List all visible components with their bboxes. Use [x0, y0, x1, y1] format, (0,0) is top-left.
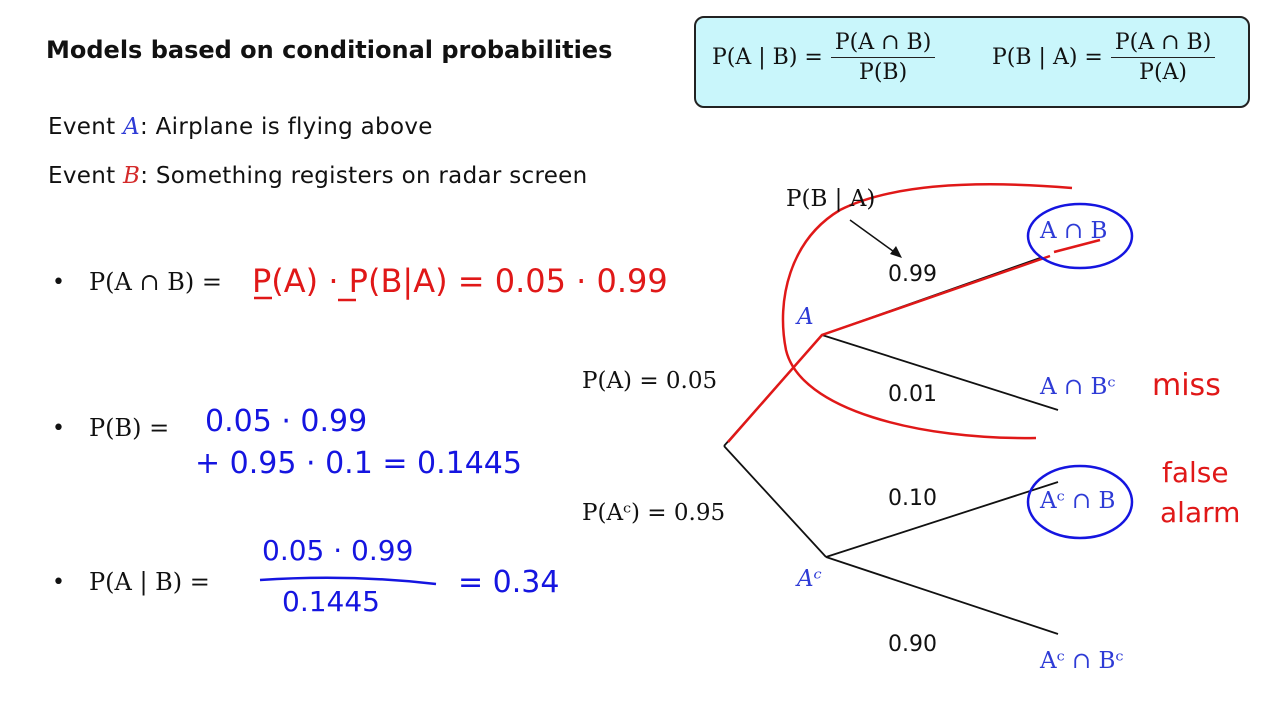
formula-1-fraction: P(A ∩ B) P(B): [830, 30, 936, 85]
bullet-p-b: • P(B) =: [52, 414, 169, 442]
event-a-line: Event A: Airplane is flying above: [48, 114, 433, 140]
formula-1-lhs: P(A | B) =: [712, 45, 823, 70]
handwritten-fraction-bar: [259, 576, 437, 586]
handwritten-bayes-numerator: 0.05 · 0.99: [262, 534, 414, 567]
formula-2-numerator: P(A ∩ B): [1110, 30, 1216, 58]
slide-title: Models based on conditional probabilitie…: [46, 36, 613, 64]
leaf-ac-and-bc: Aᶜ ∩ Bᶜ: [1040, 648, 1124, 674]
bullet-dot: •: [52, 269, 65, 295]
prob-0-99: 0.99: [888, 262, 937, 287]
bullet-dot: •: [52, 569, 65, 595]
formula-p-a-given-b: P(A | B) = P(A ∩ B) P(B): [712, 30, 936, 85]
branch-a-bc: [821, 334, 1059, 411]
formula-2-lhs: P(B | A) =: [992, 45, 1103, 70]
bullet-p-b-label: P(B) =: [88, 414, 170, 442]
formula-1-denominator: P(B): [859, 60, 908, 85]
handwritten-bayes-result: = 0.34: [458, 565, 560, 600]
prob-0-01: 0.01: [888, 382, 937, 407]
pointer-arrow-head: [890, 246, 902, 258]
pointer-arrow-line: [849, 219, 898, 255]
event-b-text: : Something registers on radar screen: [140, 163, 588, 189]
annotation-alarm: alarm: [1160, 496, 1241, 529]
bullet-p-a-given-b-label: P(A | B) =: [88, 568, 210, 596]
red-loop-annotation: [781, 183, 1073, 440]
blue-circle-a-and-b: [1026, 202, 1134, 270]
handwritten-bayes-denominator: 0.1445: [282, 585, 380, 618]
bullet-dot: •: [52, 415, 65, 441]
event-a-text: : Airplane is flying above: [139, 114, 433, 140]
blue-circle-ac-and-b: [1026, 464, 1134, 540]
red-path-highlight: [727, 254, 1051, 443]
annotation-false: false: [1162, 456, 1229, 489]
branch-ac-b: [825, 481, 1059, 558]
label-p-ac: P(Aᶜ) = 0.95: [582, 500, 726, 526]
label-p-a: P(A) = 0.05: [582, 368, 718, 394]
event-a-symbol: A: [123, 114, 140, 140]
bullet-p-a-given-b: • P(A | B) =: [52, 568, 210, 596]
event-b-symbol: B: [123, 163, 141, 189]
formula-1-numerator: P(A ∩ B): [830, 30, 936, 58]
formula-2-denominator: P(A): [1139, 60, 1188, 85]
branch-ac-bc: [825, 556, 1059, 635]
handwritten-joint-product: P(A) · P(B|A) = 0.05 · 0.99: [252, 262, 668, 300]
prob-0-90: 0.90: [888, 632, 937, 657]
formula-2-fraction: P(A ∩ B) P(A): [1110, 30, 1216, 85]
event-b-prefix: Event: [48, 163, 116, 189]
leaf-a-and-bc: A ∩ Bᶜ: [1040, 374, 1116, 400]
handwritten-p-b-line1: 0.05 · 0.99: [205, 404, 368, 439]
red-underline: [1053, 238, 1101, 254]
node-ac: Aᶜ: [797, 566, 822, 592]
bullet-joint: • P(A ∩ B) =: [52, 268, 222, 296]
formula-p-b-given-a: P(B | A) = P(A ∩ B) P(A): [992, 30, 1216, 85]
branch-root-ac: [723, 445, 827, 558]
event-b-line: Event B: Something registers on radar sc…: [48, 163, 588, 189]
leaf-a-and-b: A ∩ B: [1040, 218, 1108, 244]
event-a-prefix: Event: [48, 114, 116, 140]
prob-0-10: 0.10: [888, 486, 937, 511]
leaf-ac-and-b: Aᶜ ∩ B: [1040, 488, 1116, 514]
annotation-miss: miss: [1152, 368, 1221, 403]
formula-box: P(A | B) = P(A ∩ B) P(B) P(B | A) = P(A …: [694, 16, 1250, 108]
label-p-b-given-a: P(B | A): [786, 186, 876, 212]
handwritten-p-b-line2: + 0.95 · 0.1 = 0.1445: [195, 446, 522, 481]
bullet-joint-label: P(A ∩ B) =: [88, 268, 222, 296]
node-a: A: [797, 304, 814, 330]
